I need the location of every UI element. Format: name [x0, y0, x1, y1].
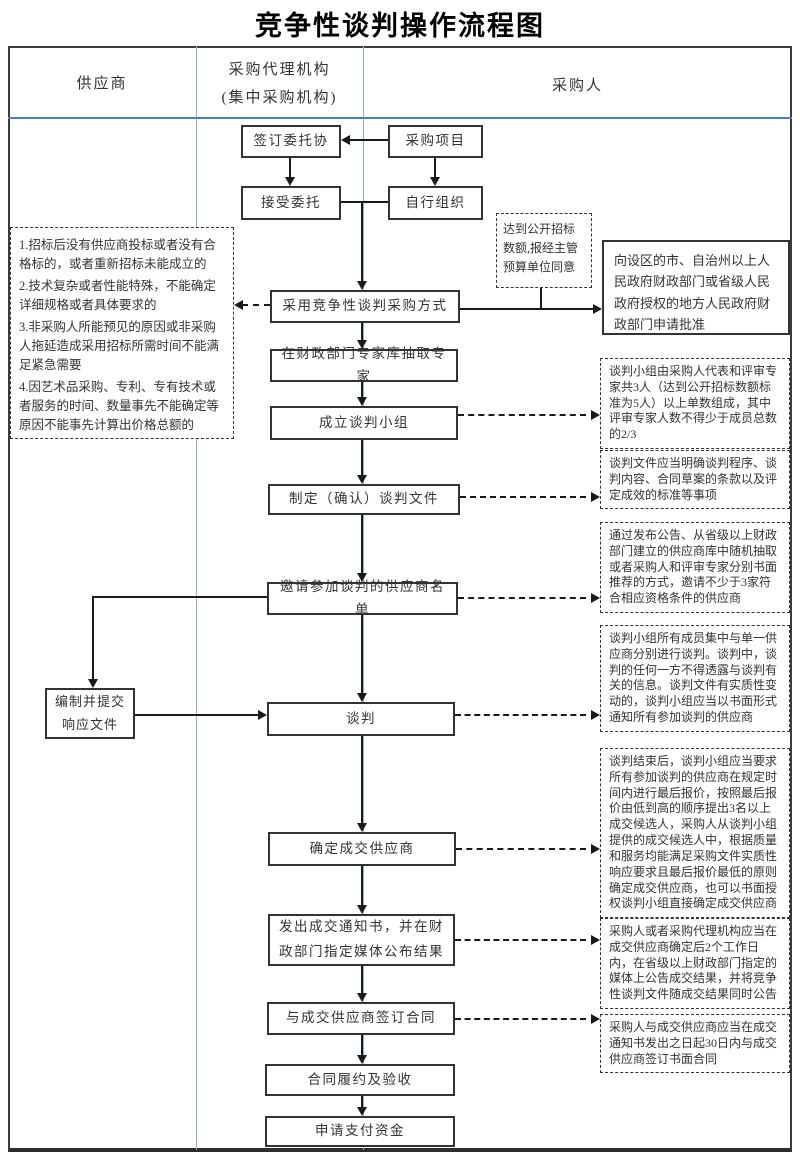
node-prepare-response: 编制并提交响应文件 — [45, 688, 135, 739]
arrowhead-down — [357, 475, 367, 484]
annotation-open-tender: 达到公开招标数额,报经主管预算单位同意 — [496, 213, 592, 288]
lane-header-agency: 采购代理机构 — [228, 62, 331, 78]
annotation-group-composition: 谈判小组由采购人代表和评审专家共3人（达到公开招标数额标准为5人）以上单数组成，… — [600, 358, 790, 450]
annotation-contract-deadline: 采购人与成交供应商应当在成交通知书发出之日起30日内与成交供应商签订书面合同 — [600, 1014, 790, 1074]
page-title: 竞争性谈判操作流程图 — [255, 11, 545, 41]
arrowhead-right — [591, 593, 600, 603]
node-contract-performance: 合同履约及验收 — [265, 1064, 455, 1096]
arrowhead-down — [357, 693, 367, 702]
flow-line — [361, 1035, 363, 1056]
arrowhead-left — [341, 135, 350, 145]
annotation-final-quote-rules: 谈判结束后，谈判小组应当要求所有参加谈判的供应商在规定时间内进行最后报价，按照最… — [600, 748, 790, 919]
flow-line — [361, 736, 363, 824]
arrowhead-down — [357, 1107, 367, 1116]
node-adopt-method: 采用竞争性谈判采购方式 — [270, 290, 460, 323]
flow-line — [289, 158, 291, 179]
flow-line — [361, 966, 363, 994]
arrowhead-down — [357, 1055, 367, 1064]
lane-header-purchaser: 采购人 — [551, 78, 603, 94]
flow-line — [460, 308, 594, 310]
flow-line — [434, 158, 436, 179]
node-accept-delegation: 接受委托 — [241, 186, 341, 220]
condition-item-3: 3.非采购人所能预见的原因或非采购人拖延造成采用招标所需时间不能满足紧急需要 — [19, 319, 220, 373]
lane-divider — [196, 46, 197, 1150]
flow-line — [361, 323, 363, 342]
arrowhead-down — [357, 905, 367, 914]
node-formulate-documents: 制定（确认）谈判文件 — [268, 484, 460, 515]
flow-line-dashed — [456, 848, 586, 850]
arrowhead-down — [357, 340, 367, 349]
flow-line — [361, 382, 363, 398]
node-self-organize: 自行组织 — [388, 186, 483, 220]
flow-line-dashed — [455, 1018, 586, 1020]
flow-line — [361, 866, 363, 906]
annotation-announcement: 采购人或者采购代理机构应当在成交供应商确定后2个工作日内，在省级以上财政部门指定… — [600, 918, 790, 1010]
node-apply-payment: 申请支付资金 — [265, 1116, 455, 1147]
node-form-group: 成立谈判小组 — [270, 406, 458, 440]
swimlane-frame — [8, 46, 792, 1152]
flow-line-dashed — [458, 597, 586, 599]
condition-item-1: 1.招标后没有供应商投标或者没有合格标的，或者重新招标未能成立的 — [19, 238, 216, 272]
flow-line — [341, 201, 388, 203]
flow-line-dashed — [458, 414, 586, 416]
lane-header-agency-sub: (集中采购机构) — [221, 90, 338, 106]
node-extract-experts: 在财政部门专家库抽取专家 — [270, 346, 458, 384]
flow-line-dashed — [455, 939, 586, 941]
arrowhead-down — [357, 573, 367, 582]
condition-item-2: 2.技术复杂或者性能特殊，不能确定详细规格或者具体要求的 — [19, 278, 216, 313]
flow-line — [361, 515, 363, 574]
annotation-negotiation-rules: 谈判小组所有成员集中与单一供应商分别进行谈判。谈判中，谈判的任何一方不得透露与谈… — [600, 625, 790, 732]
arrowhead-down — [285, 177, 295, 186]
flow-line-dashed — [242, 304, 270, 306]
arrowhead-right — [591, 492, 600, 502]
node-issue-notice: 发出成交通知书，并在财政部门指定媒体公布结果 — [268, 914, 455, 966]
flow-line — [92, 596, 94, 680]
annotation-approval: 向设区的市、自治州以上人民政府财政部门或省级人民政府授权的地方人民政府财政部门申… — [602, 240, 790, 335]
flow-line — [92, 596, 267, 598]
arrowhead-left — [234, 300, 243, 310]
arrowhead-right — [591, 710, 600, 720]
condition-item-4: 4.因艺术品采购、专利、专有技术或者服务的时间、数量事先不能确定等原因不能事先计… — [19, 379, 220, 433]
flow-line-dashed — [460, 496, 586, 498]
flow-line — [135, 714, 258, 716]
arrowhead-down — [357, 823, 367, 832]
node-sign-agreement: 签订委托协 — [241, 125, 341, 158]
arrowhead-right — [591, 935, 600, 945]
arrowhead-right — [591, 1014, 600, 1024]
flow-line — [350, 139, 388, 141]
arrowhead-right — [591, 410, 600, 420]
arrowhead-right — [593, 304, 602, 314]
arrowhead-down — [357, 281, 367, 290]
arrowhead-down — [357, 993, 367, 1002]
flow-line — [361, 615, 363, 694]
flow-line — [361, 440, 363, 476]
flow-line — [361, 201, 363, 282]
annotation-document-requirements: 谈判文件应当明确谈判程序、谈判内容、合同草案的条款以及评定成效的标准等事项 — [600, 450, 790, 510]
flow-line — [361, 1096, 363, 1108]
node-sign-contract: 与成交供应商签订合同 — [267, 1002, 455, 1035]
annotation-conditions: 1.招标后没有供应商投标或者没有合格标的，或者重新招标未能成立的 2.技术复杂或… — [10, 227, 234, 439]
flow-line — [540, 288, 542, 310]
arrowhead-down — [357, 397, 367, 406]
node-invite-suppliers: 邀请参加谈判的供应商名单 — [267, 579, 458, 617]
node-determine-supplier: 确定成交供应商 — [268, 832, 456, 866]
lane-header-supplier: 供应商 — [76, 76, 128, 92]
arrowhead-down — [430, 177, 440, 186]
node-procurement-project: 采购项目 — [388, 125, 483, 158]
arrowhead-right — [591, 844, 600, 854]
arrowhead-right — [258, 710, 267, 720]
arrowhead-down — [88, 679, 98, 688]
node-negotiate: 谈判 — [267, 702, 455, 736]
flow-line-dashed — [455, 714, 586, 716]
annotation-invitation-method: 通过发布公告、从省级以上财政部门建立的供应商库中随机抽取或者采购人和评审专家分别… — [600, 522, 790, 614]
header-rule — [8, 117, 792, 119]
